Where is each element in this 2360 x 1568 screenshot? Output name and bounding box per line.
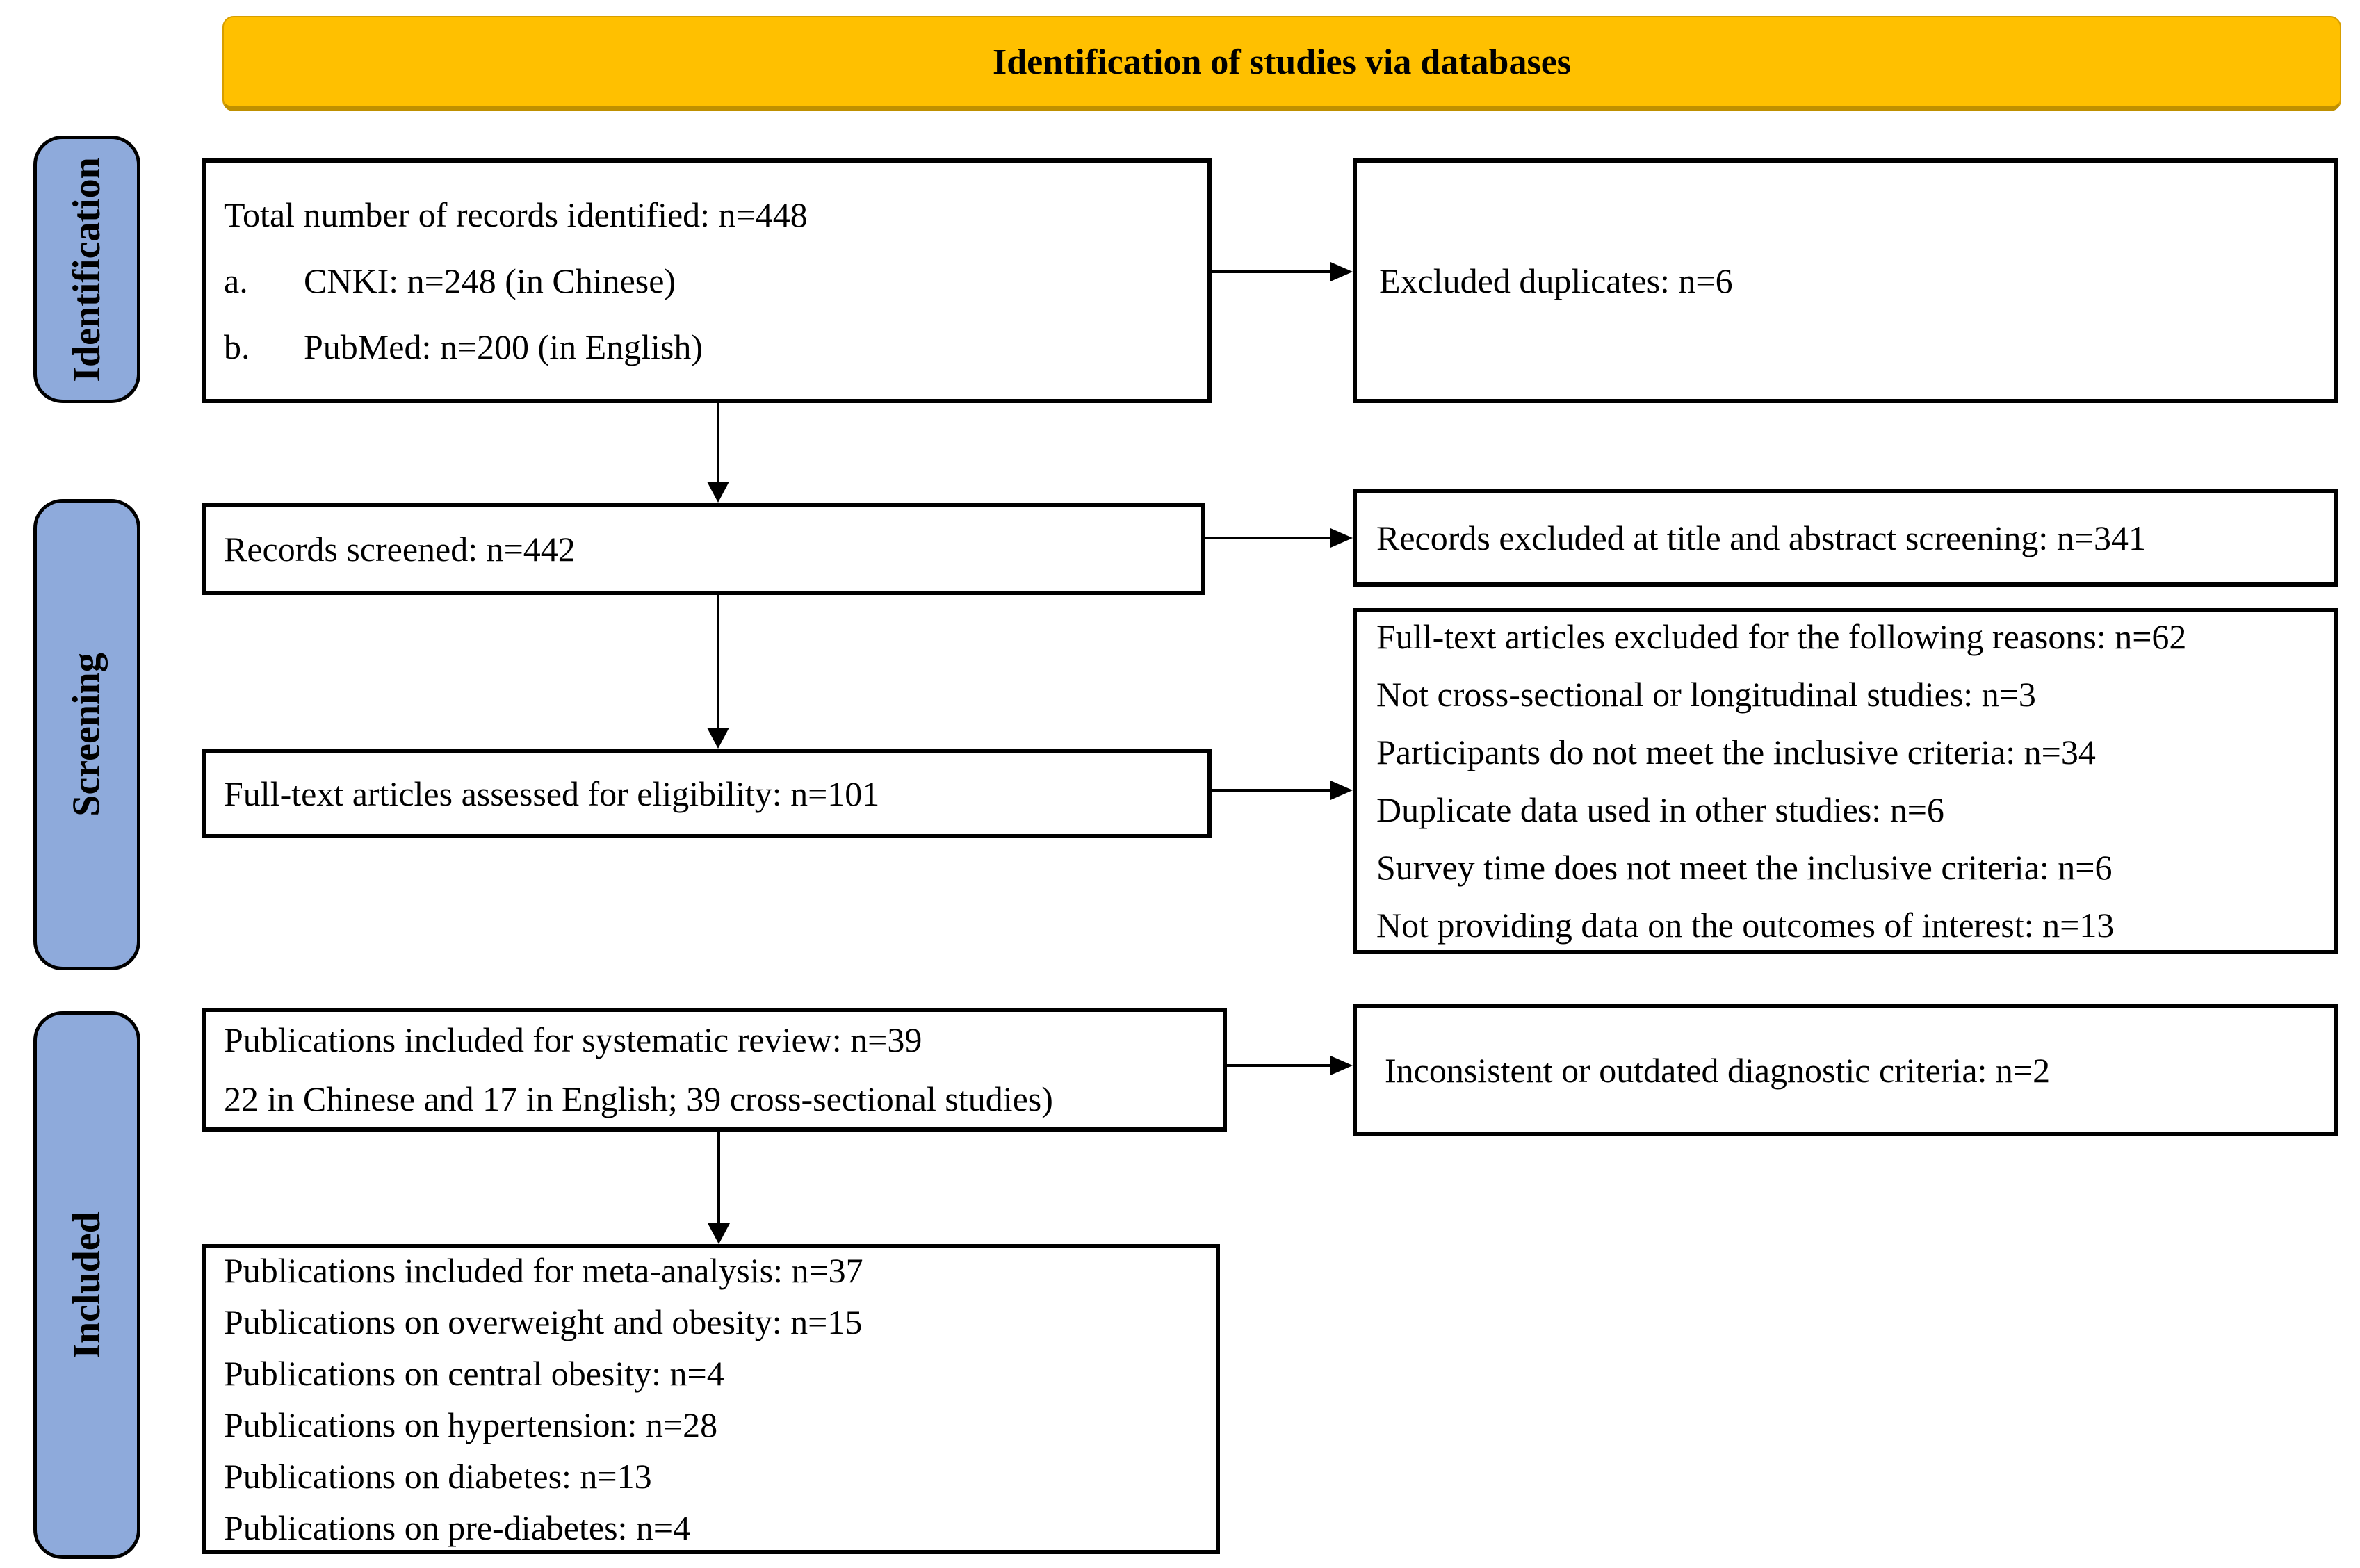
box-line: Inconsistent or outdated diagnostic crit… — [1385, 1050, 2051, 1090]
arrow-right-icon — [1330, 262, 1353, 281]
banner-title: Identification of studies via databases — [992, 42, 1572, 82]
box-line: Full-text articles assessed for eligibil… — [224, 774, 880, 813]
box-meta-analysis: Publications included for meta-analysis:… — [202, 1244, 1220, 1554]
box-line: Publications on diabetes: n=13 — [224, 1457, 652, 1496]
arrow-down-icon — [707, 482, 729, 503]
box-line: Participants do not meet the inclusive c… — [1376, 733, 2096, 771]
box-line: Duplicate data used in other studies: n=… — [1376, 790, 1944, 829]
arrow-fulltext-to-reasons-line — [1212, 789, 1333, 792]
box-line: Full-text articles excluded for the foll… — [1376, 617, 2187, 656]
box-excluded-fulltext-reasons: Full-text articles excluded for the foll… — [1353, 608, 2338, 954]
box-excluded-diagnostic-criteria: Inconsistent or outdated diagnostic crit… — [1353, 1004, 2338, 1136]
box-line: Total number of records identified: n=44… — [224, 195, 808, 234]
stage-label-identification: Identification — [33, 136, 140, 403]
stage-label-text: Included — [65, 1211, 109, 1359]
list-marker: b. — [224, 327, 250, 366]
arrow-systematic-to-meta-line — [717, 1132, 720, 1226]
arrow-right-icon — [1330, 528, 1353, 548]
box-line: Not providing data on the outcomes of in… — [1376, 906, 2115, 945]
box-line: Records screened: n=442 — [224, 529, 576, 569]
arrow-right-icon — [1330, 1056, 1353, 1075]
box-line: Publications on overweight and obesity: … — [224, 1302, 863, 1341]
stage-label-text: Identification — [65, 156, 108, 382]
arrow-systematic-to-criteria-line — [1227, 1064, 1333, 1067]
box-list-item: a. CNKI: n=248 (in Chinese) — [224, 248, 1207, 314]
box-excluded-title-abstract: Records excluded at title and abstract s… — [1353, 489, 2338, 587]
box-line: Publications on central obesity: n=4 — [224, 1354, 724, 1393]
box-line: Records excluded at title and abstract s… — [1376, 518, 2146, 557]
list-text: PubMed: n=200 (in English) — [304, 327, 703, 366]
box-systematic-review: Publications included for systematic rev… — [202, 1008, 1227, 1132]
arrow-screened-to-fulltext-line — [717, 595, 719, 730]
banner: Identification of studies via databases — [222, 16, 2341, 111]
box-line: 22 in Chinese and 17 in English; 39 cros… — [224, 1079, 1053, 1118]
box-line: Survey time does not meet the inclusive … — [1376, 848, 2113, 887]
arrow-down-icon — [708, 1223, 730, 1244]
box-list-item: b. PubMed: n=200 (in English) — [224, 314, 1207, 380]
box-records-screened: Records screened: n=442 — [202, 503, 1205, 595]
box-line: Publications included for meta-analysis:… — [224, 1251, 863, 1290]
box-excluded-duplicates: Excluded duplicates: n=6 — [1353, 158, 2338, 403]
arrow-screened-to-title-abstract-line — [1205, 537, 1333, 539]
arrow-right-icon — [1330, 781, 1353, 800]
stage-label-included: Included — [33, 1011, 140, 1559]
box-fulltext-assessed: Full-text articles assessed for eligibil… — [202, 749, 1212, 838]
box-line: Publications on pre-diabetes: n=4 — [224, 1508, 691, 1547]
box-line: Publications on hypertension: n=28 — [224, 1405, 718, 1444]
box-line: Excluded duplicates: n=6 — [1379, 261, 1733, 300]
box-records-identified: Total number of records identified: n=44… — [202, 158, 1212, 403]
list-text: CNKI: n=248 (in Chinese) — [304, 261, 676, 300]
list-marker: a. — [224, 261, 248, 300]
box-line: Not cross-sectional or longitudinal stud… — [1376, 675, 2036, 714]
arrow-identified-to-screened-line — [717, 403, 719, 487]
stage-label-text: Screening — [65, 653, 108, 817]
box-line: Publications included for systematic rev… — [224, 1020, 922, 1059]
arrow-identified-to-duplicates-line — [1212, 270, 1333, 273]
stage-label-screening: Screening — [33, 499, 140, 970]
arrow-down-icon — [707, 728, 729, 749]
